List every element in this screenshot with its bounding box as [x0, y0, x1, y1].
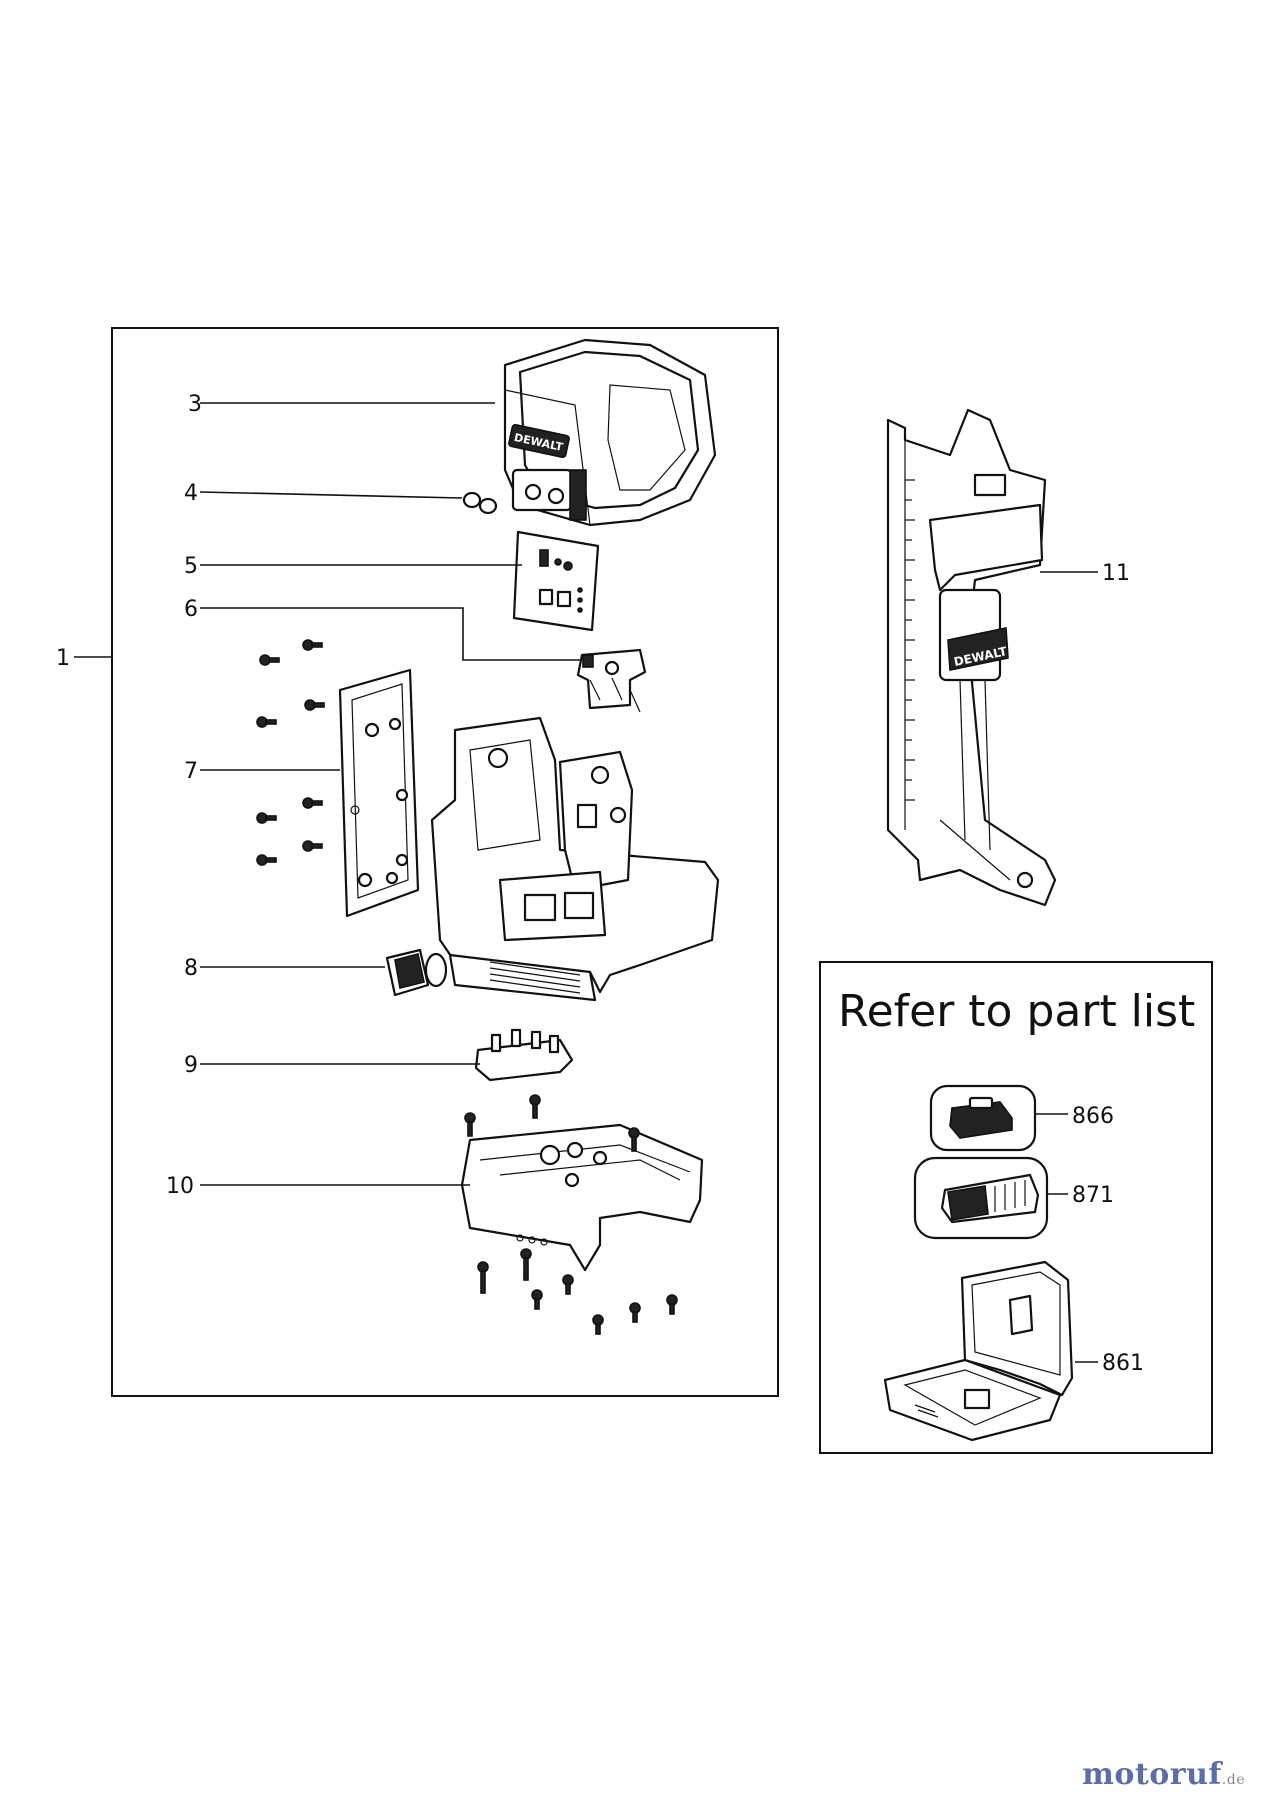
- part-5-circuit-board: [512, 530, 600, 632]
- watermark-name: motoruf: [1082, 1757, 1222, 1792]
- part-861-carry-case: [883, 1260, 1074, 1442]
- watermark-logo: motoruf.de: [1082, 1757, 1245, 1792]
- callout-9: 9: [184, 1053, 198, 1078]
- callout-5: 5: [184, 554, 198, 579]
- callout-3: 3: [188, 392, 202, 417]
- callout-8: 8: [184, 956, 198, 981]
- part-7-screws: [256, 639, 325, 866]
- part-6-pendulum-bracket: [576, 648, 647, 713]
- callout-7: 7: [184, 759, 198, 784]
- watermark-suffix: .de: [1221, 1772, 1245, 1788]
- part-11-wall-bracket: DEWALT: [886, 408, 1057, 907]
- part-7-base-plate: [338, 668, 420, 918]
- assembly-frame: [111, 327, 779, 1397]
- callout-871: 871: [1072, 1183, 1114, 1208]
- part-8-knob: [385, 948, 448, 997]
- part-9-switch-bracket: [474, 1028, 574, 1082]
- callout-4: 4: [184, 481, 198, 506]
- callout-866: 866: [1072, 1104, 1114, 1129]
- callout-1: 1: [56, 646, 70, 671]
- callout-6: 6: [184, 597, 198, 622]
- part-10-screws: [464, 1094, 678, 1335]
- part-866-battery: [949, 1096, 1013, 1139]
- callout-11: 11: [1102, 561, 1130, 586]
- callout-10: 10: [166, 1174, 194, 1199]
- part-3-housing-cover: DEWALT: [503, 338, 717, 527]
- callout-861: 861: [1102, 1351, 1144, 1376]
- part-4-lens-caps: [462, 491, 498, 515]
- part-871-charger: [940, 1173, 1040, 1224]
- part-10-base-housing: [460, 1123, 704, 1272]
- main-chassis: [430, 716, 720, 1002]
- refer-box-title: Refer to part list: [838, 986, 1195, 1037]
- refer-box: [819, 961, 1213, 1454]
